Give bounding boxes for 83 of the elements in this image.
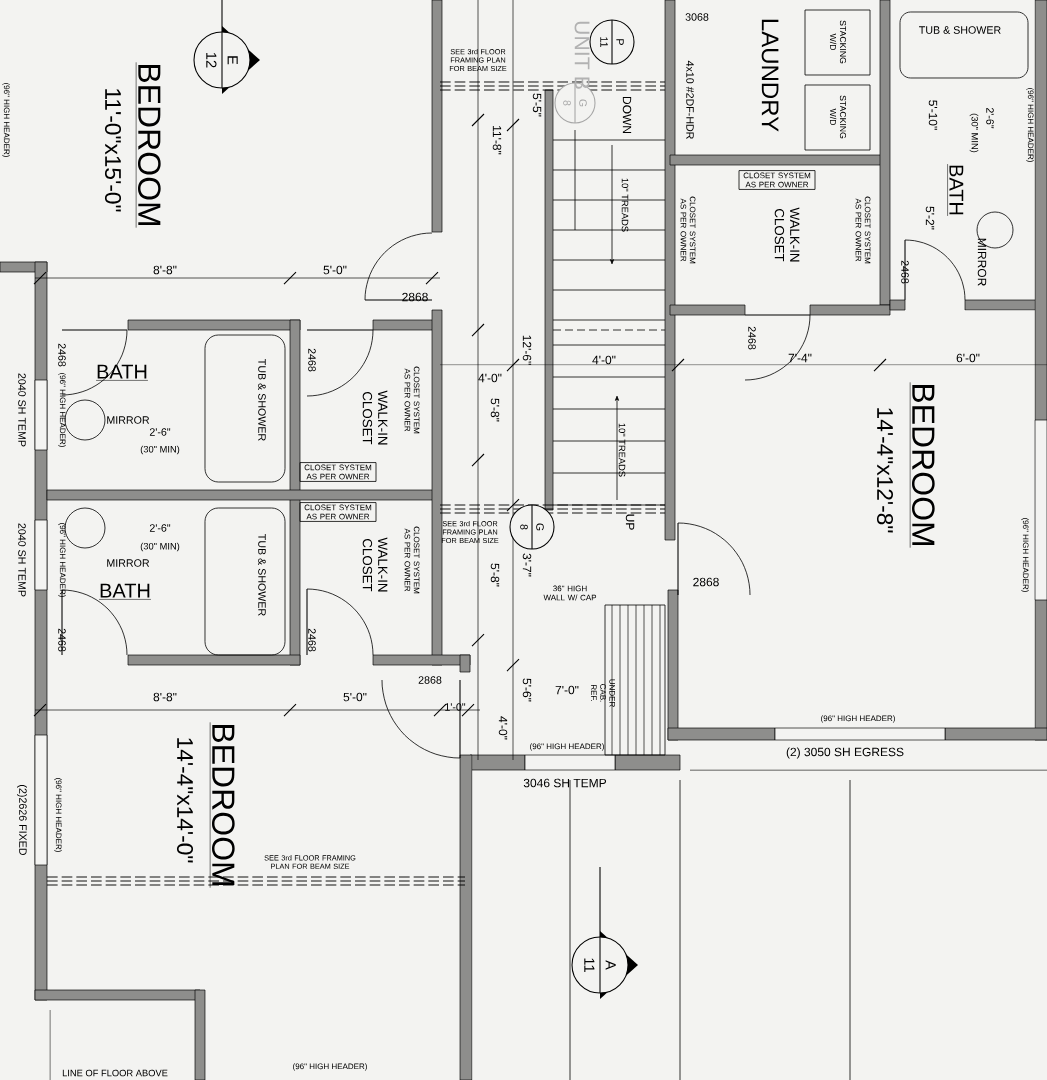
dimension-text: 7'-4" <box>788 353 812 363</box>
room-name: BATH <box>95 364 149 381</box>
dimension-text: (30" MIN) <box>969 113 979 153</box>
dimension-text: 2468 <box>308 348 316 372</box>
note-text: (2)2626 FIXED <box>17 785 27 856</box>
dimension-text: 2468 <box>58 628 66 652</box>
note-text: CLOSET SYSTEM AS PER OWNER <box>404 366 420 434</box>
note-text: CLOSET SYSTEM AS PER OWNER <box>404 526 420 594</box>
dimension-text: 4'-0" <box>498 716 508 740</box>
room-label: 14'-4"x14'-0" <box>176 738 194 863</box>
dimension-text: 5'-10" <box>928 100 938 130</box>
note-text: CLOSET SYSTEM AS PER OWNER <box>299 462 377 482</box>
dimension-text: 2'-6" <box>986 107 994 129</box>
note-text: (96" HIGH HEADER) <box>54 778 62 852</box>
dimension-text: 5'-8" <box>490 563 500 587</box>
note-text: 10" TREADS <box>618 423 626 477</box>
dimension-text: 2468 <box>58 343 66 367</box>
dimension-text: 4'-0" <box>592 355 616 365</box>
note-text: UNDER CAB. REF. <box>591 679 615 707</box>
note-text: TUB & SHOWER <box>258 534 266 616</box>
note-text: CLOSET SYSTEM AS PER OWNER <box>738 170 816 190</box>
note-text: (96" HIGH HEADER) <box>1021 518 1029 592</box>
dimension-text: (30" MIN) <box>140 542 180 552</box>
dimension-text: 4'-0" <box>478 373 502 383</box>
room-name: BEDROOM <box>209 722 235 888</box>
dimension-text: 8'-8" <box>153 692 177 702</box>
note-text: 4x10 #2DF-HDR <box>686 60 694 139</box>
dimension-text: 2'-6" <box>149 428 171 436</box>
note-text: (96" HIGH HEADER) <box>821 715 895 723</box>
dimension-text: 6'-0" <box>956 353 980 363</box>
room-name: BATH <box>98 583 152 600</box>
room-label: LAUNDRY <box>761 19 779 132</box>
note-text: DOWN <box>622 97 632 134</box>
dimension-text: 12'-6" <box>522 335 532 365</box>
dimension-text: (30" MIN) <box>140 445 180 455</box>
room-label: WALK-IN CLOSET <box>362 390 388 445</box>
room-label: WALK-IN CLOSET <box>362 537 388 592</box>
dimension-text: 2468 <box>308 628 316 652</box>
dimension-text: 2868 <box>402 292 428 302</box>
note-text: (96" HIGH HEADER) <box>58 523 66 597</box>
note-text: MIRROR <box>107 416 150 424</box>
note-text: 2040 SH TEMP <box>18 373 26 447</box>
room-label: WALK-IN CLOSET <box>774 207 800 262</box>
note-text: (2) 3050 SH EGRESS <box>786 747 904 759</box>
note-text: (96" HIGH HEADER) <box>58 373 66 447</box>
dimension-text: 1'-0" <box>445 703 466 711</box>
room-name: BATH <box>947 163 964 217</box>
dimension-text: 5'-2" <box>925 206 935 230</box>
note-text: MIRROR <box>107 559 150 567</box>
note-text: 3046 SH TEMP <box>523 778 607 788</box>
room-label: 14'-4"x12'-8" <box>876 408 894 533</box>
note-text: UP <box>625 514 635 530</box>
dimension-text: 8'-8" <box>153 265 177 275</box>
dimension-text: 5'-0" <box>343 692 367 702</box>
note-text: (96" HIGH HEADER) <box>1026 88 1034 162</box>
note-text: (96" HIGH HEADER) <box>293 1063 367 1071</box>
dimension-text: 5'-0" <box>323 265 347 275</box>
note-text: CLOSET SYSTEM AS PER OWNER <box>680 196 696 264</box>
dimension-text: 2468 <box>748 326 756 350</box>
dimension-text: 5'-6" <box>522 678 532 702</box>
note-text: (96" HIGH HEADER) <box>530 743 604 751</box>
note-text: CLOSET SYSTEM AS PER OWNER <box>299 502 377 522</box>
dimension-text: 2'-6" <box>149 524 171 532</box>
dimension-text: 11'-8" <box>492 126 502 155</box>
note-text: CLOSET SYSTEM AS PER OWNER <box>855 196 871 264</box>
room-name: BEDROOM <box>135 62 161 228</box>
dimension-text: 2468 <box>901 260 909 284</box>
note-text: LINE OF FLOOR ABOVE <box>62 1069 168 1077</box>
note-text: TUB & SHOWER <box>919 26 1001 34</box>
dimension-text: 2868 <box>418 676 442 684</box>
note-text: 2040 SH TEMP <box>18 523 26 597</box>
note-text: STACKING W/D <box>829 20 847 64</box>
note-text: 10" TREADS <box>621 178 629 232</box>
note-text: TUB & SHOWER <box>258 359 266 441</box>
room-name: BEDROOM <box>909 382 935 548</box>
dimension-text: 5'-8" <box>490 398 500 422</box>
note-text: (96" HIGH HEADER) <box>2 83 10 157</box>
dimension-text: 2868 <box>693 577 719 587</box>
note-text: 36" HIGH WALL W/ CAP <box>543 585 597 601</box>
note-text: STACKING W/D <box>829 95 847 139</box>
dimension-text: 3068 <box>685 13 709 21</box>
dimension-text: 7'-0" <box>555 685 579 695</box>
note-text: MIRROR <box>977 238 987 286</box>
